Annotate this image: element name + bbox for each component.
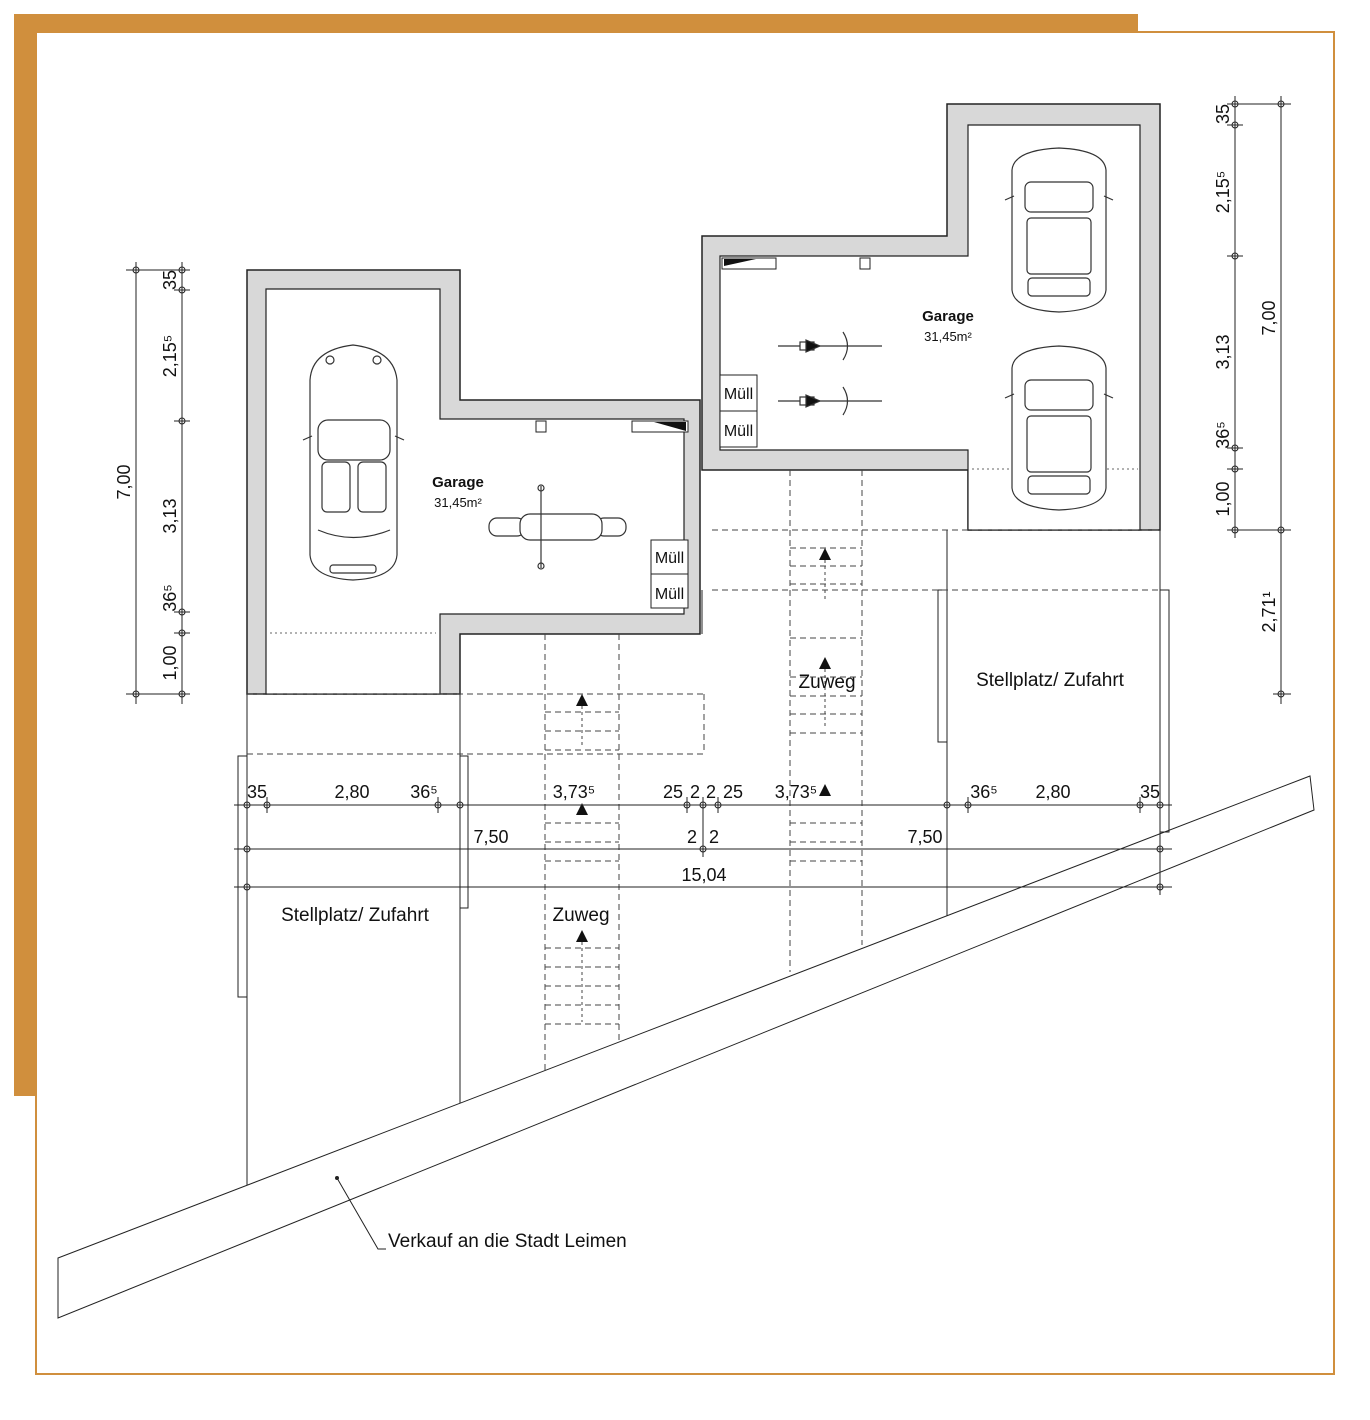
garage-left-area: 31,45m² — [434, 495, 482, 510]
annotation-leader — [335, 1176, 386, 1250]
car-icon-bottom — [1004, 345, 1114, 511]
dim-right-1: 35 — [1213, 104, 1233, 124]
parking-label-right: Stellplatz/ Zufahrt — [976, 670, 1125, 691]
dim-h-a2: 2,80 — [334, 782, 369, 802]
dim-h-a3: 36⁵ — [410, 782, 437, 802]
car-convertible-icon — [302, 344, 405, 581]
bicycle-icon-2 — [778, 386, 882, 416]
bin-label-1: Müll — [655, 550, 684, 567]
dim-horizontal-labels: 35 2,80 36⁵ 3,73⁵ 25 2 2 25 3,73⁵ 36⁵ 2,… — [247, 782, 1160, 885]
dim-right — [1227, 96, 1291, 704]
dim-h-a10: 36⁵ — [970, 782, 997, 802]
bin-label-4: Müll — [724, 423, 753, 440]
dim-h-a4: 3,73⁵ — [553, 782, 596, 802]
dim-left-total: 7,00 — [114, 464, 134, 499]
dim-right-total: 7,00 — [1259, 300, 1279, 335]
dim-right-extra: 2,71¹ — [1259, 591, 1279, 632]
dim-left-3: 3,13 — [160, 498, 180, 533]
bin-label-2: Müll — [655, 586, 684, 603]
dim-left-2: 2,15⁵ — [160, 335, 180, 378]
motorbike-icon — [488, 484, 627, 570]
dashed-paths — [247, 470, 1160, 1070]
bin-label-3: Müll — [724, 386, 753, 403]
dim-left-1: 35 — [160, 270, 180, 290]
car-icon-top — [1004, 147, 1114, 313]
dim-horizontal — [234, 795, 1172, 895]
dim-left-labels: 7,00 35 2,15⁵ 3,13 36⁵ 1,00 — [114, 270, 180, 681]
dim-right-2: 2,15⁵ — [1213, 171, 1233, 214]
frame — [14, 14, 1335, 1375]
dim-h-a11: 2,80 — [1035, 782, 1070, 802]
dim-h-b1: 7,50 — [473, 827, 508, 847]
garage-right-title: Garage — [922, 308, 974, 325]
dim-h-a6: 2 — [690, 782, 700, 802]
dim-h-b4: 7,50 — [907, 827, 942, 847]
garage-left-title: Garage — [432, 474, 484, 491]
path-label-left: Zuweg — [552, 905, 609, 926]
site-lines — [57, 530, 1315, 1319]
dim-left-4: 36⁵ — [160, 584, 180, 611]
dim-right-5: 1,00 — [1213, 481, 1233, 516]
dim-h-a5: 25 — [663, 782, 683, 802]
dim-h-a12: 35 — [1140, 782, 1160, 802]
arrow-icons — [576, 548, 831, 1022]
garage-right-area: 31,45m² — [924, 329, 972, 344]
sale-annotation: Verkauf an die Stadt Leimen — [388, 1231, 627, 1252]
dim-h-a8: 25 — [723, 782, 743, 802]
dim-h-b3: 2 — [709, 827, 719, 847]
bicycle-icon-1 — [778, 331, 882, 361]
path-label-right: Zuweg — [798, 672, 855, 693]
parking-label-left: Stellplatz/ Zufahrt — [281, 905, 430, 926]
dim-h-a7: 2 — [706, 782, 716, 802]
dim-right-3: 3,13 — [1213, 334, 1233, 369]
bins-left: Müll Müll — [650, 539, 689, 609]
dim-h-total: 15,04 — [681, 865, 726, 885]
dim-left — [126, 262, 190, 704]
dim-h-a1: 35 — [247, 782, 267, 802]
dim-right-labels: 35 2,15⁵ 3,13 36⁵ 1,00 7,00 2,71¹ — [1213, 104, 1279, 633]
dim-h-b2: 2 — [687, 827, 697, 847]
bins-right: Müll Müll — [719, 374, 758, 448]
dim-right-4: 36⁵ — [1213, 421, 1233, 448]
dim-h-a9: 3,73⁵ — [775, 782, 818, 802]
dim-left-5: 1,00 — [160, 645, 180, 680]
